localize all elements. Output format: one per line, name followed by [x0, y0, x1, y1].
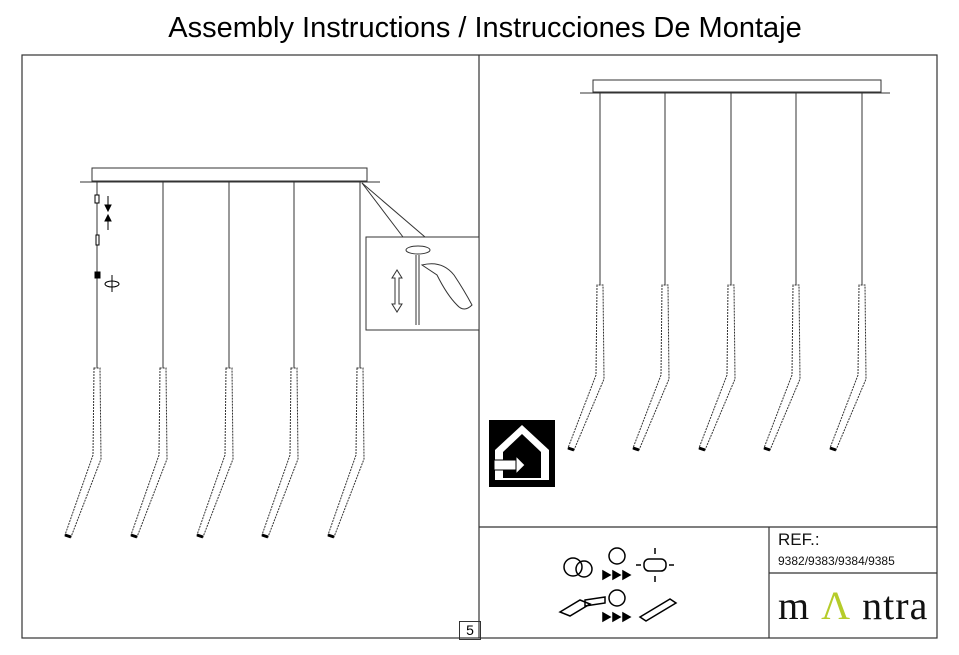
pendant-lamp	[763, 93, 801, 452]
cable-adjust-icon	[94, 194, 120, 292]
pendant-lamp	[632, 93, 670, 452]
led-not-replaceable-icon	[563, 557, 593, 578]
detail-callout	[361, 182, 480, 331]
driver-icon	[638, 598, 678, 622]
pendant-lamp	[327, 182, 365, 539]
pendant-lamp	[698, 93, 736, 452]
led-icon	[636, 548, 674, 582]
pendant-lamp	[261, 182, 299, 539]
page-number: 5	[459, 621, 481, 640]
canopy-left	[80, 167, 380, 183]
driver-broken-icon	[558, 596, 606, 617]
ref-label: REF.:	[778, 530, 820, 549]
frame	[21, 54, 938, 639]
page-title: Assembly Instructions / Instrucciones De…	[168, 12, 802, 44]
technician-icon	[602, 547, 632, 623]
brand-logo: m Λ ntra	[778, 583, 929, 628]
ref-numbers: 9382/9383/9384/9385	[778, 554, 895, 568]
pendant-lamp	[567, 93, 605, 452]
pendant-lamp	[130, 182, 168, 539]
canopy-right	[580, 79, 890, 94]
pendant-lamp	[829, 93, 867, 452]
indoor-use-icon	[489, 420, 555, 487]
pendant-lamp	[196, 182, 234, 539]
